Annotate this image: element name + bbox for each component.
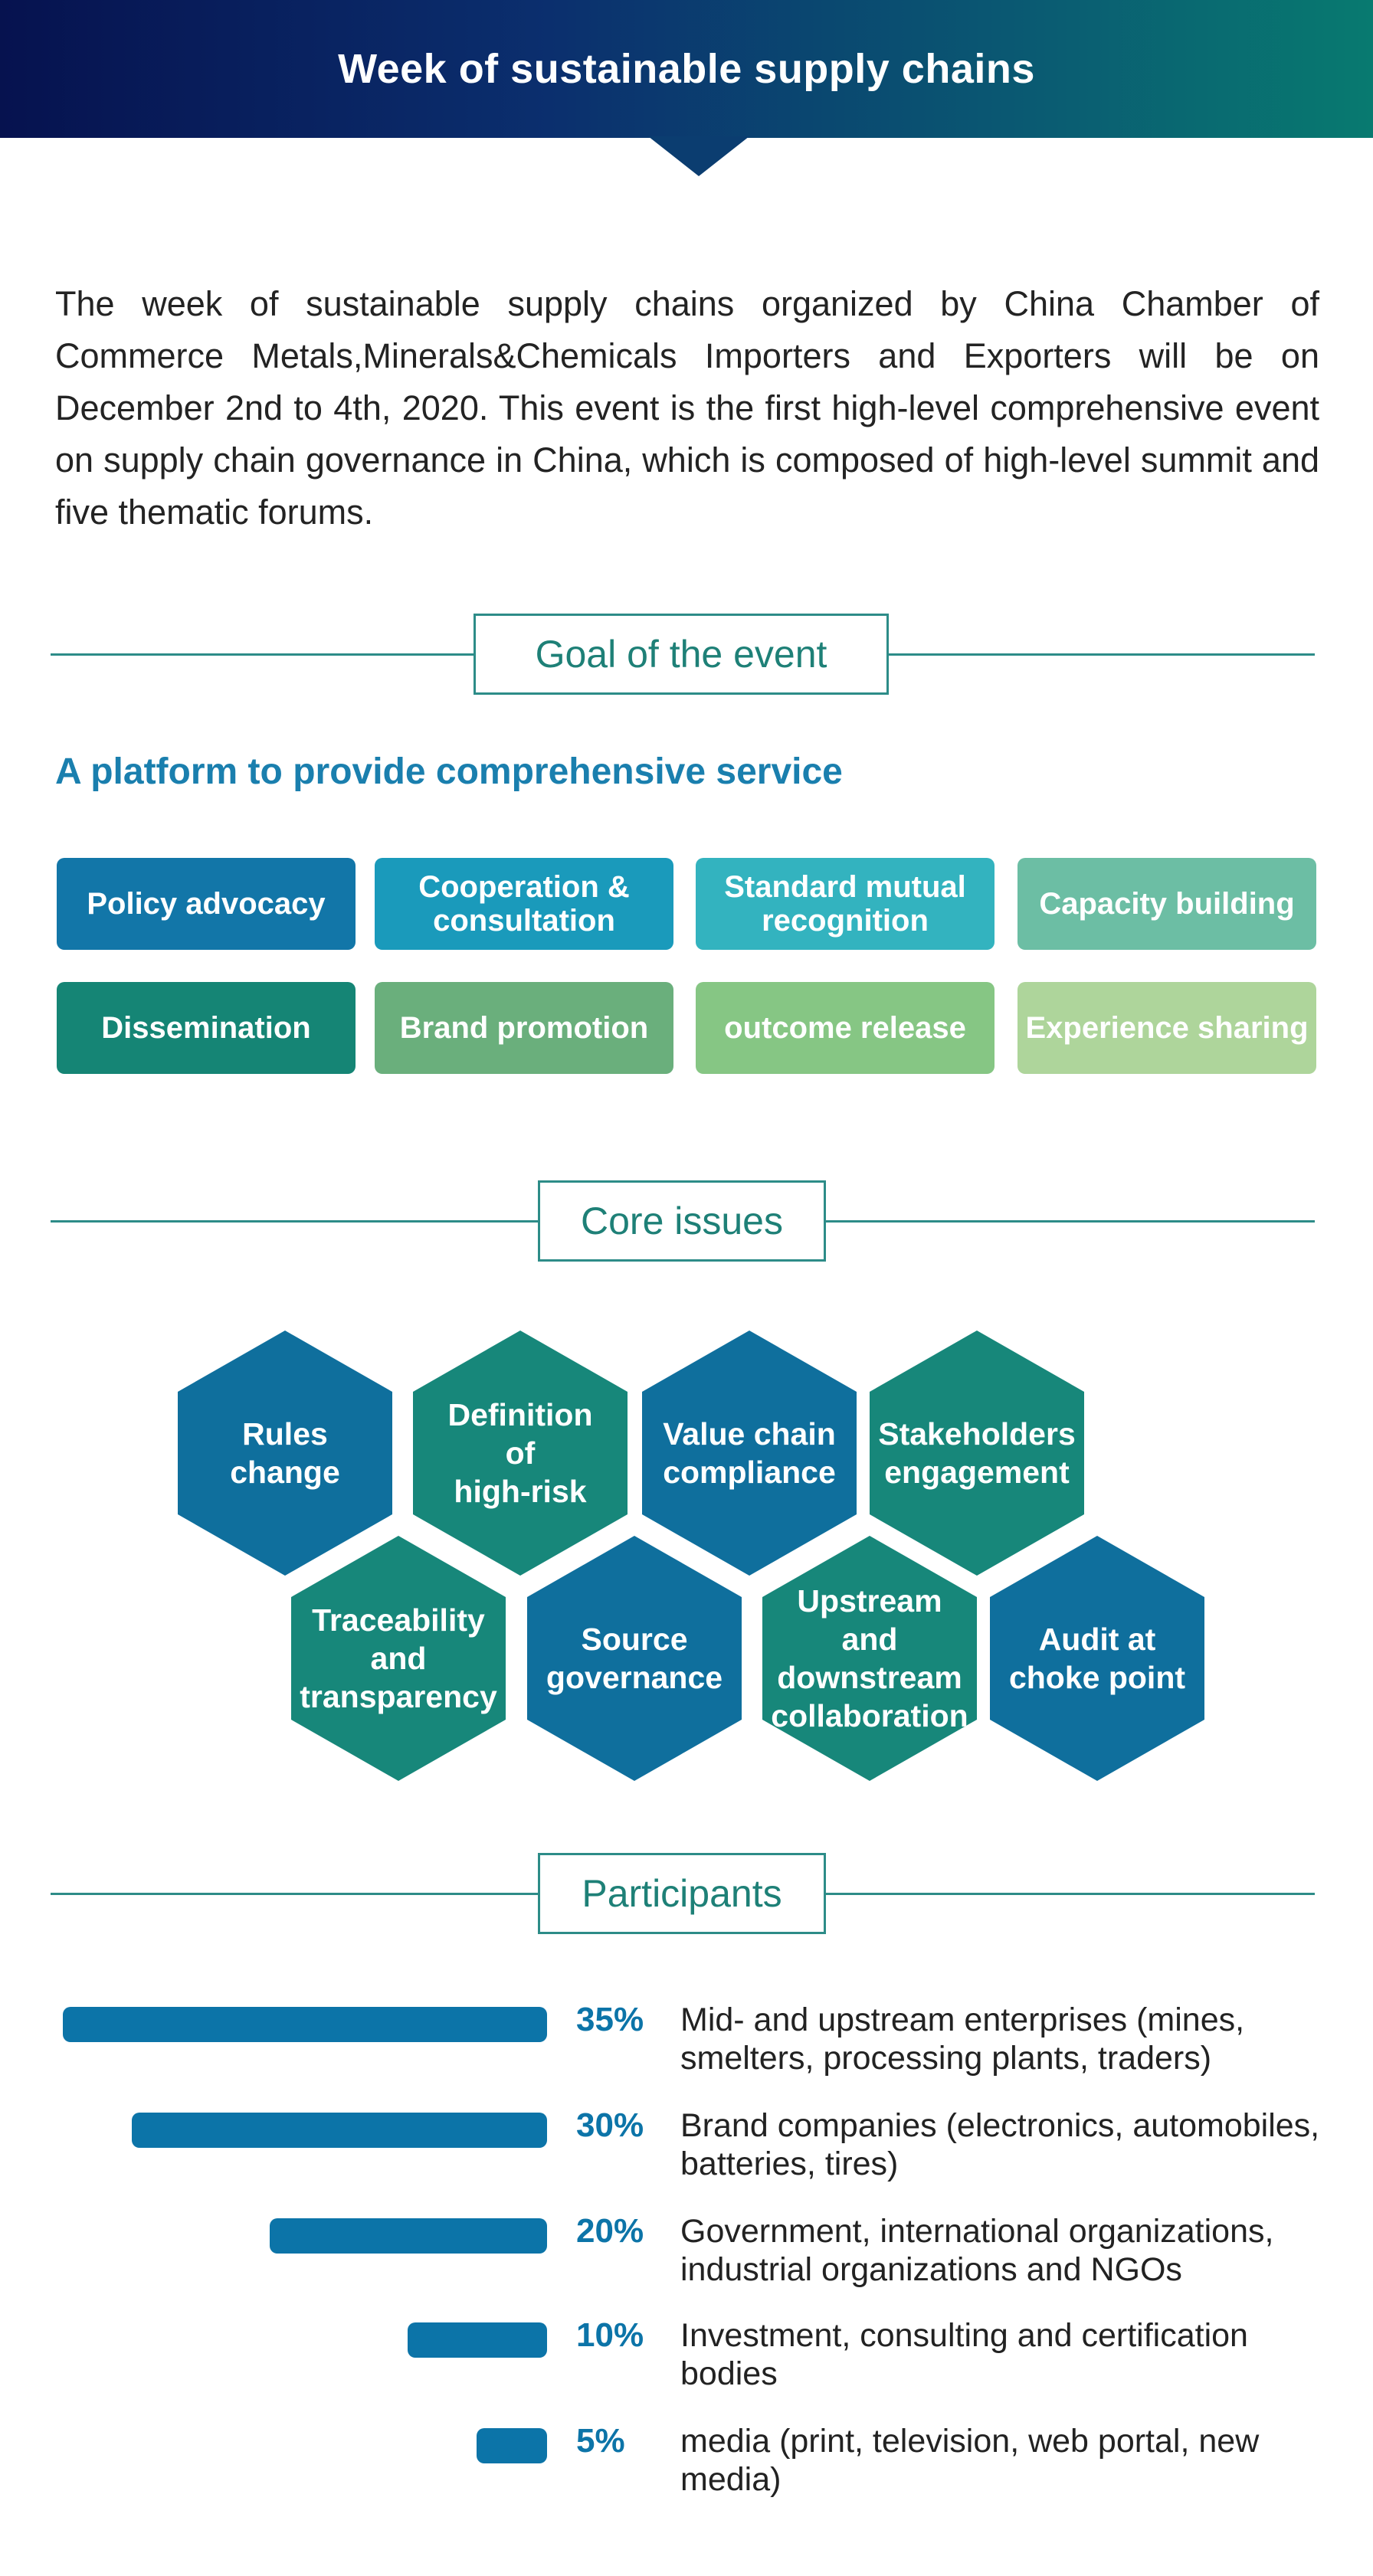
participant-bar [132, 2113, 547, 2148]
participant-bar [270, 2218, 547, 2254]
participant-percent: 30% [576, 2106, 644, 2144]
issue-label: Stakeholders engagement [878, 1416, 1076, 1490]
service-dissemination: Dissemination [57, 982, 356, 1074]
header-banner: Week of sustainable supply chains [0, 0, 1373, 138]
service-outcome-release: outcome release [696, 982, 995, 1074]
service-cooperation-consultation: Cooperation & consultation [375, 858, 673, 950]
issue-label: Value chain compliance [663, 1416, 836, 1490]
issue-label: Rules change [230, 1416, 340, 1490]
service-standard-mutual-recognition: Standard mutual recognition [696, 858, 995, 950]
service-experience-sharing: Experience sharing [1017, 982, 1316, 1074]
service-capacity-building: Capacity building [1017, 858, 1316, 950]
participant-bar [63, 2007, 547, 2042]
participant-percent: 10% [576, 2316, 644, 2354]
page-title: Week of sustainable supply chains [338, 46, 1035, 92]
service-grid: Policy advocacy Cooperation & consultati… [57, 858, 1316, 1074]
issue-label: Upstream and downstream collaboration [771, 1583, 968, 1733]
participants-section-title: Participants [538, 1853, 826, 1934]
issue-label: Definition of high-risk [447, 1397, 593, 1509]
issue-hexagon: Audit at choke point [990, 1536, 1204, 1781]
participant-percent: 35% [576, 2001, 644, 2038]
issue-label: Traceability and transparency [300, 1602, 497, 1714]
participant-bar [477, 2428, 547, 2463]
participant-percent: 20% [576, 2212, 644, 2250]
issue-label: Audit at choke point [1008, 1622, 1186, 1695]
core-section-title: Core issues [538, 1180, 826, 1262]
participant-row: 35% Mid- and upstream enterprises (mines… [0, 2001, 1373, 2085]
issue-hexagon: Value chain compliance [642, 1331, 857, 1576]
header-pointer [648, 136, 749, 176]
participant-row: 20% Government, international organizati… [0, 2212, 1373, 2296]
issue-label: Source governance [546, 1622, 723, 1695]
goal-subheading: A platform to provide comprehensive serv… [55, 751, 843, 792]
participant-label: Brand companies (electronics, automobile… [680, 2107, 1320, 2182]
participant-label: media (print, television, web portal, ne… [680, 2423, 1260, 2498]
service-brand-promotion: Brand promotion [375, 982, 673, 1074]
goal-section-title: Goal of the event [474, 614, 889, 695]
intro-paragraph: The week of sustainable supply chains or… [55, 284, 1319, 532]
issue-hexagon: Stakeholders engagement [870, 1331, 1084, 1576]
participant-row: 30% Brand companies (electronics, automo… [0, 2106, 1373, 2191]
issue-hexagon: Upstream and downstream collaboration [762, 1536, 977, 1781]
participant-label: Mid- and upstream enterprises (mines, sm… [680, 2002, 1245, 2077]
issue-hexagon: Traceability and transparency [291, 1536, 506, 1781]
issue-hexagon: Source governance [527, 1536, 742, 1781]
participant-percent: 5% [576, 2422, 625, 2460]
issue-hexagon: Rules change [178, 1331, 392, 1576]
service-policy-advocacy: Policy advocacy [57, 858, 356, 950]
participant-row: 10% Investment, consulting and certifica… [0, 2316, 1373, 2401]
issue-hexagon: Definition of high-risk [413, 1331, 628, 1576]
participant-bar [408, 2322, 547, 2358]
participant-label: Investment, consulting and certification… [680, 2317, 1248, 2392]
participant-label: Government, international organizations,… [680, 2213, 1274, 2288]
participant-row: 5% media (print, television, web portal,… [0, 2422, 1373, 2506]
